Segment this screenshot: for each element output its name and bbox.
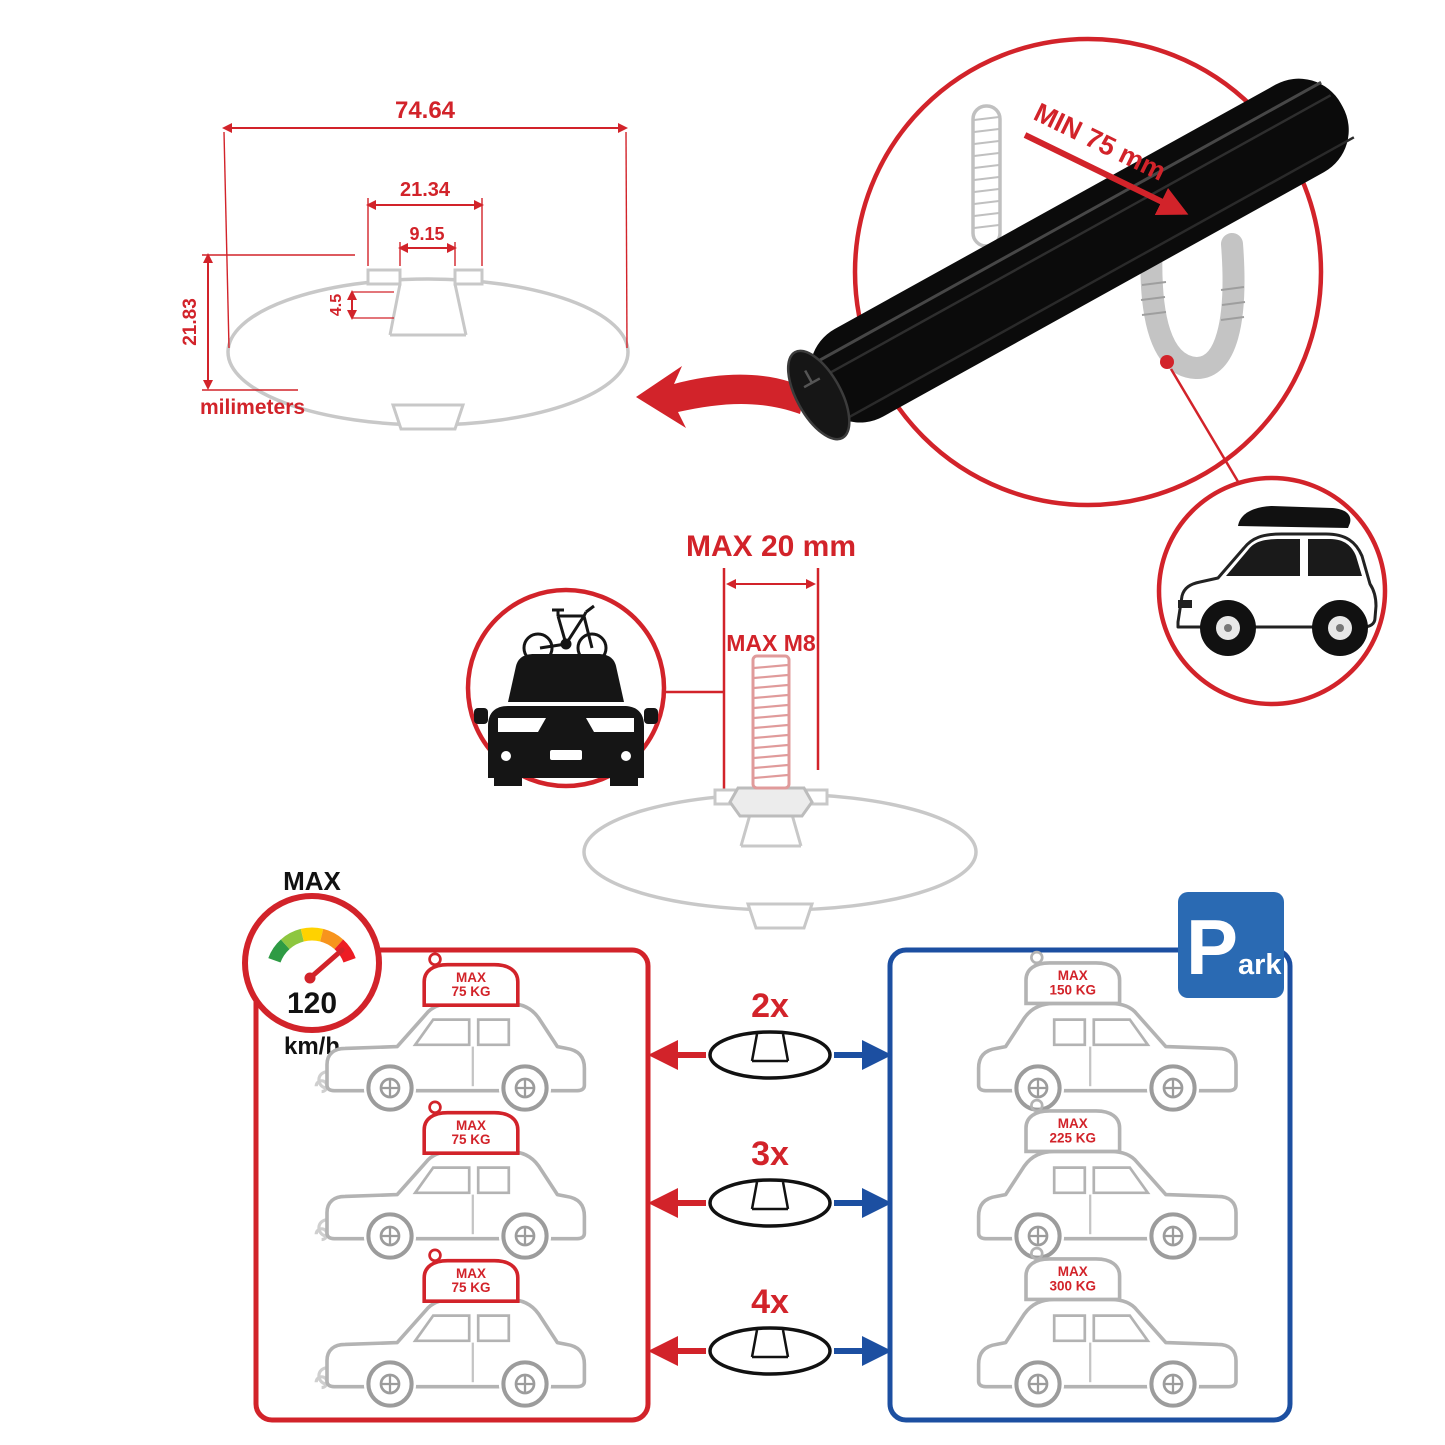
roof-box-weight: 75 KG (451, 984, 490, 999)
dim-total-height (202, 253, 355, 391)
speed-max-label: MAX (283, 866, 341, 896)
profile-dimension-diagram: 74.64 21.34 9.15 4.5 21.83 mili (180, 97, 806, 431)
threaded-bolt-icon (751, 654, 791, 790)
crossbar-profile-outline (226, 268, 630, 431)
u-bolt-clamp (971, 104, 1246, 379)
roof-box-weight: 75 KG (451, 1132, 490, 1147)
roof-box-label: MAX (1058, 1116, 1088, 1131)
roof-box-weight: 75 KG (451, 1280, 490, 1295)
units-label: milimeters (200, 396, 305, 419)
roof-box-label: MAX (456, 970, 486, 985)
roof-box-label: MAX (456, 1266, 486, 1281)
roof-cargo-box-icon (1238, 506, 1351, 528)
roof-box-weight: 150 KG (1050, 982, 1097, 997)
bar-count-label: 2x (751, 987, 789, 1025)
roof-box-label: MAX (1058, 968, 1088, 983)
dim-channel-outer (366, 198, 484, 266)
car-side-icon (327, 1003, 584, 1114)
roof-box-label: MAX (456, 1118, 486, 1133)
dim-total-width-value: 74.64 (395, 97, 456, 124)
dim-total-width (222, 123, 628, 349)
parking-suffix: ark (1238, 949, 1282, 981)
t-nut-icon (728, 786, 814, 818)
roof-box-loop-icon (428, 952, 442, 967)
pointer-swoosh-arrow-icon (636, 366, 806, 428)
parking-letter: P (1186, 903, 1238, 991)
dim-channel-inner-value: 9.15 (409, 224, 444, 244)
roof-box-weight: 225 KG (1050, 1130, 1097, 1145)
crossbar-circle-detail: MIN 75 mm (786, 36, 1355, 508)
dim-channel-outer-value: 21.34 (400, 179, 451, 201)
crossbar-endview-icon (708, 1178, 832, 1228)
profile-ghost-with-bolt (582, 654, 978, 930)
right-panel-car-row-2: MAX 225 KG (979, 1098, 1236, 1262)
gauge-arc-icon (268, 927, 356, 963)
roof-box-loop-icon (1030, 1246, 1044, 1261)
max-length-label: MAX 20 mm (686, 530, 856, 563)
clamp-point-dot (1160, 355, 1174, 369)
left-load-panel (253, 947, 651, 1423)
bolt-dimension-group: MAX 20 mm MAX M8 (686, 530, 856, 792)
roof-box-loop-icon (1030, 1098, 1044, 1113)
dim-channel-inner (398, 242, 457, 266)
car-side-icon (327, 1299, 584, 1410)
roof-box-weight: 300 KG (1050, 1278, 1097, 1293)
suv-roofbox-circle (1156, 475, 1388, 707)
gauge-needle-icon (307, 947, 345, 981)
crossbar-3d (786, 78, 1355, 441)
speedometer: MAX 120 km/h (242, 866, 382, 1060)
left-panel-car-row-3: MAX 75 KG (314, 1248, 584, 1410)
bar-count-label: 3x (751, 1135, 789, 1173)
left-panel-car-row-1: MAX 75 KG (314, 952, 584, 1114)
car-front-icon (474, 654, 658, 786)
bar-count-row-1: 2x (648, 987, 892, 1080)
crossbar-endview-icon (708, 1326, 832, 1376)
roof-box-loop-icon (428, 1248, 442, 1263)
roof-box-loop-icon (1030, 950, 1044, 965)
car-side-icon (979, 1003, 1236, 1114)
bar-count-row-3: 4x (648, 1283, 892, 1376)
dim-lip-height (347, 290, 394, 320)
parking-sign: P ark (1178, 892, 1284, 998)
right-panel-car-row-3: MAX 300 KG (979, 1246, 1236, 1410)
crossbar-endview-icon (708, 1030, 832, 1080)
car-side-icon (327, 1151, 584, 1262)
right-panel-car-row-1: MAX 150 KG (979, 950, 1236, 1114)
dim-lip-height-value: 4.5 (328, 294, 345, 316)
bar-count-label: 4x (751, 1283, 789, 1321)
speed-value: 120 (287, 987, 337, 1020)
car-side-icon (979, 1299, 1236, 1410)
right-load-panel (887, 947, 1293, 1423)
max-thread-label: MAX M8 (726, 630, 816, 656)
roof-box-loop-icon (428, 1100, 442, 1115)
dim-total-height-value: 21.83 (180, 298, 201, 346)
leader-line (1169, 368, 1245, 491)
car-front-bike-circle (465, 587, 724, 789)
suv-illustration (1176, 506, 1378, 656)
roof-box-label: MAX (1058, 1264, 1088, 1279)
car-side-icon (979, 1151, 1236, 1262)
left-panel-car-row-2: MAX 75 KG (314, 1100, 584, 1262)
bar-count-row-2: 3x (648, 1135, 892, 1228)
